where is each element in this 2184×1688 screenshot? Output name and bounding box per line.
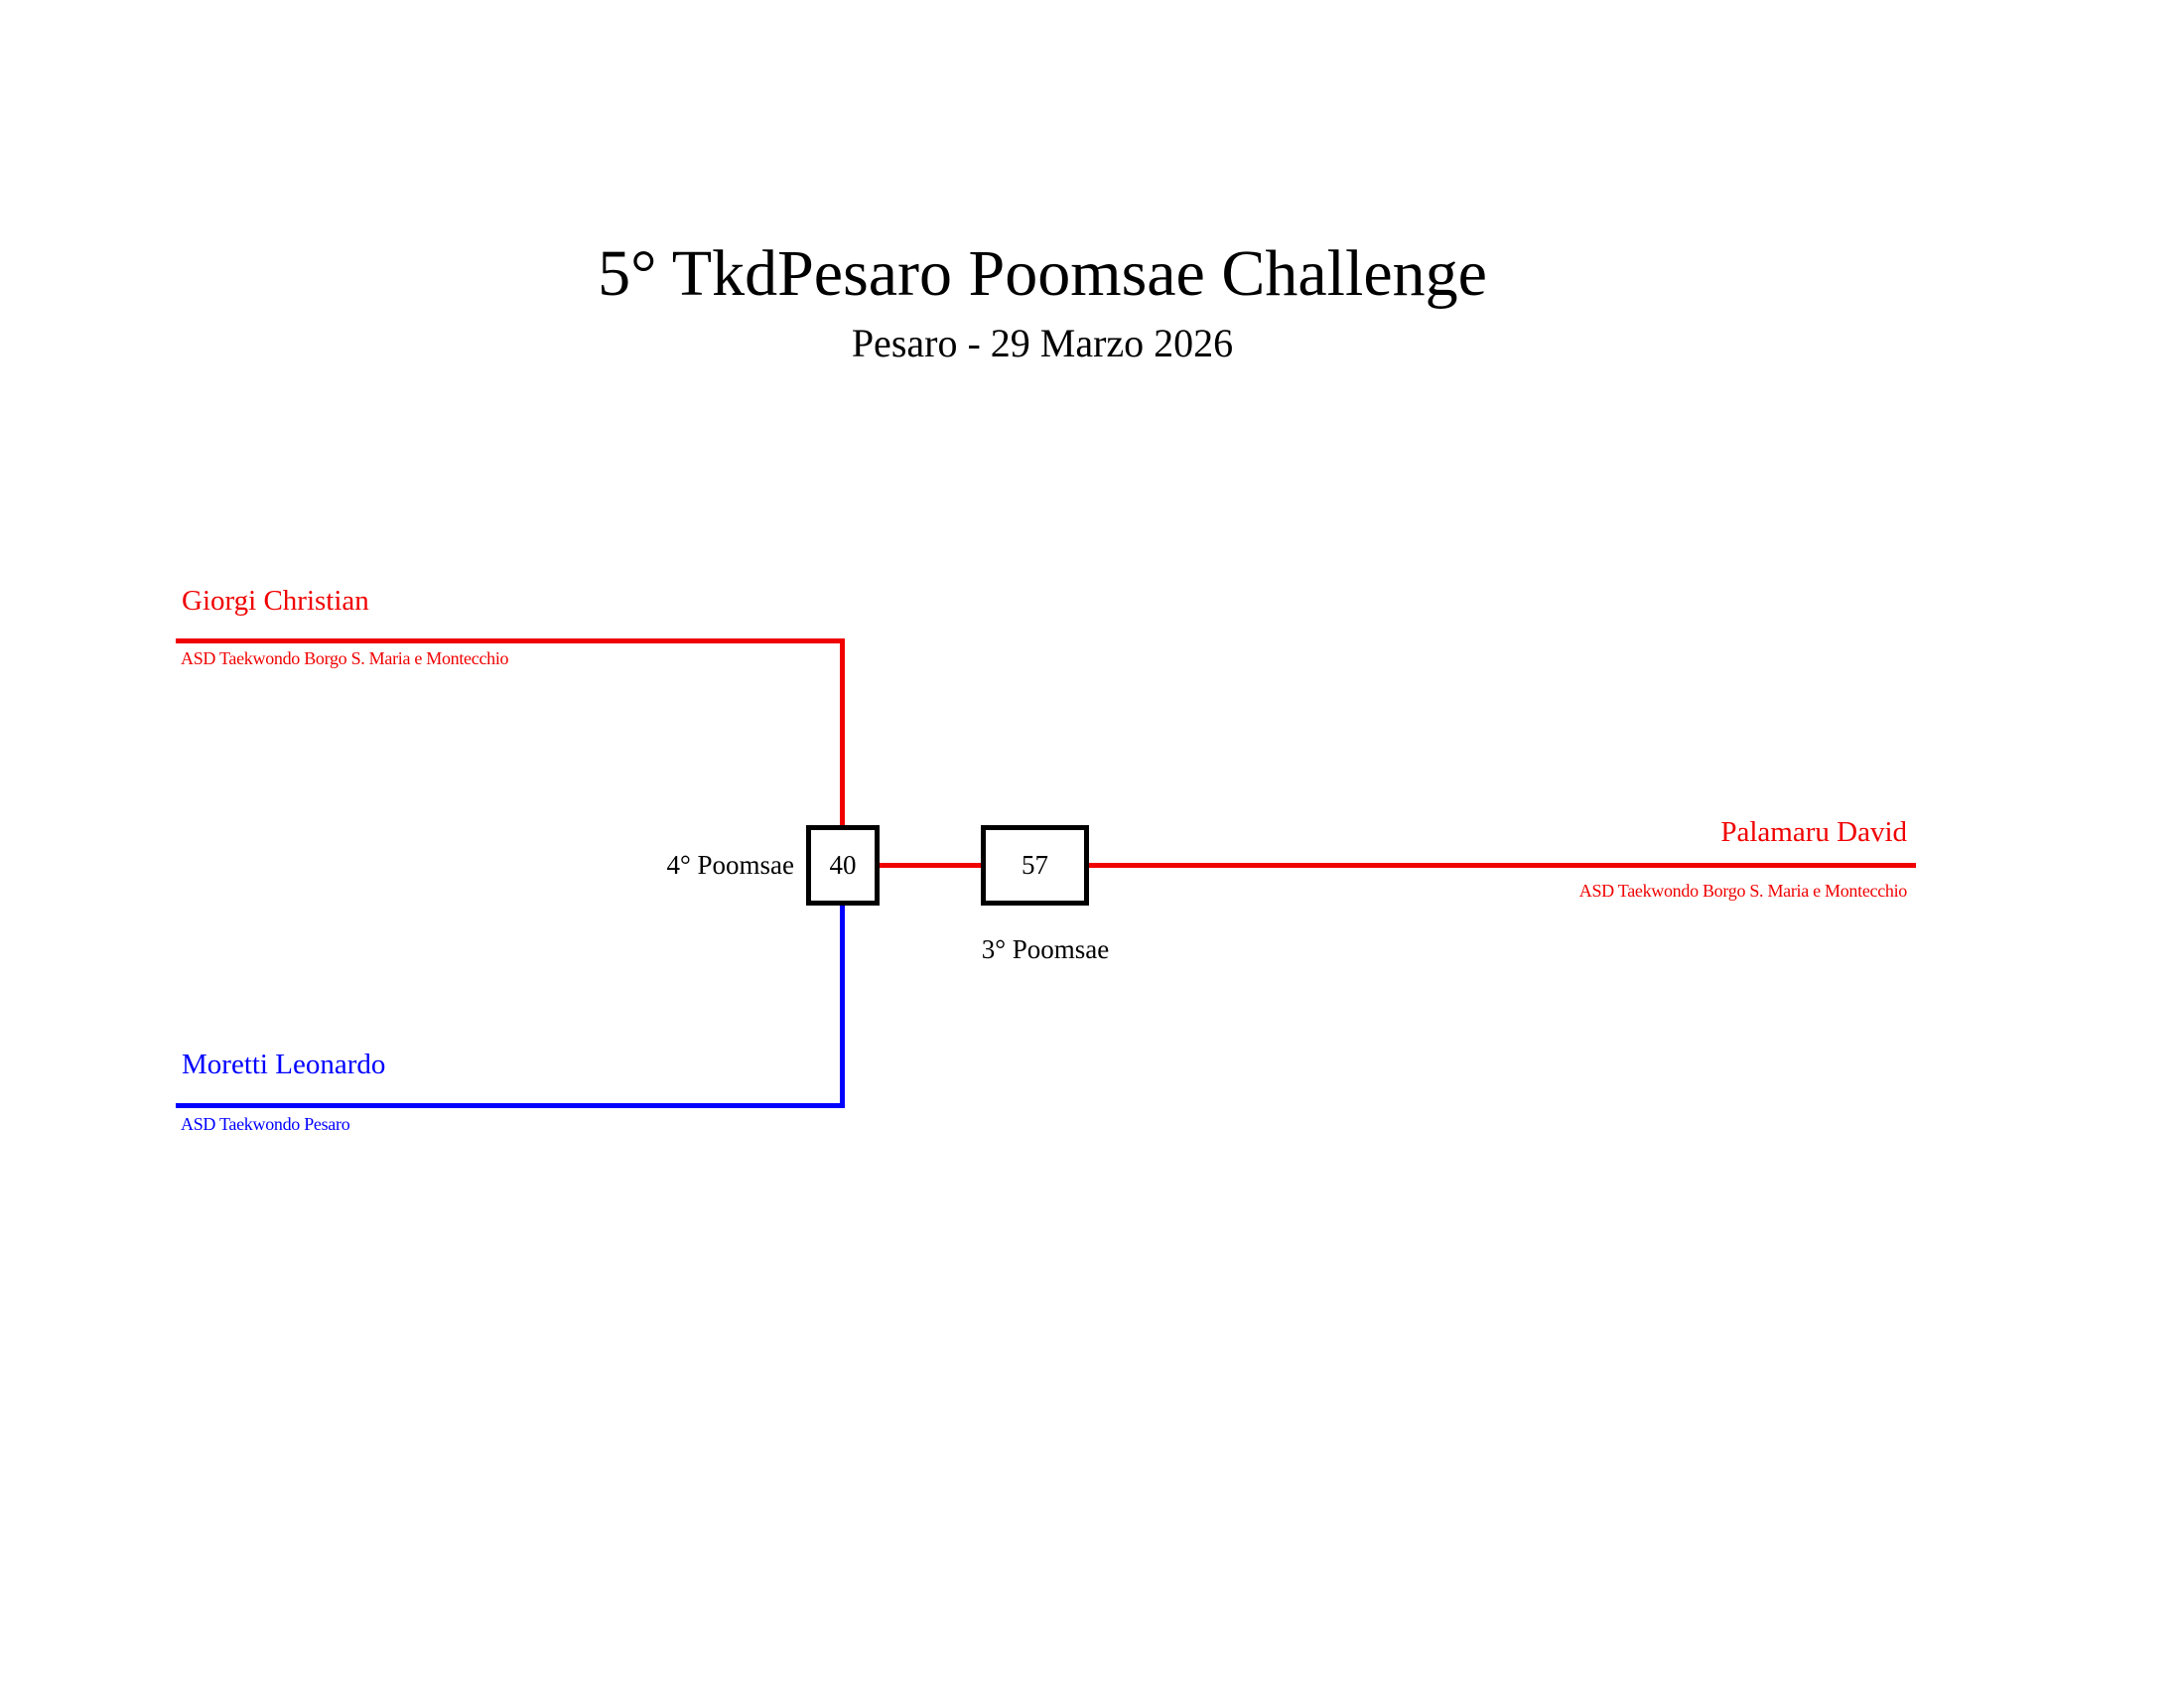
match-number: 57 — [1022, 850, 1048, 880]
match-box-57[interactable]: 57 — [981, 825, 1089, 906]
athlete-name-giorgi: Giorgi Christian — [182, 585, 369, 617]
bracket-line-top — [176, 638, 845, 643]
page-subtitle: Pesaro - 29 Marzo 2026 — [851, 321, 1234, 365]
match-number: 40 — [829, 850, 857, 880]
athlete-club-moretti: ASD Taekwondo Pesaro — [181, 1114, 350, 1134]
match-label-57: 3° Poomsae — [981, 934, 1110, 964]
bracket-line-final — [1089, 863, 1916, 868]
bracket-line-bottom — [176, 1103, 845, 1108]
athlete-club-palamaru: ASD Taekwondo Borgo S. Maria e Montecchi… — [1578, 881, 1908, 901]
match-box-40[interactable]: 40 — [806, 825, 880, 906]
page-title: 5° TkdPesaro Poomsae Challenge — [598, 237, 1487, 310]
match-label-40: 4° Poomsae — [666, 850, 794, 880]
bracket-line-middle — [880, 863, 981, 868]
bracket-connector-bottom — [840, 904, 845, 1108]
athlete-name-moretti: Moretti Leonardo — [182, 1049, 386, 1080]
bracket-connector-top — [840, 638, 845, 827]
athlete-club-giorgi: ASD Taekwondo Borgo S. Maria e Montecchi… — [181, 648, 509, 668]
athlete-name-palamaru: Palamaru David — [1720, 816, 1907, 848]
